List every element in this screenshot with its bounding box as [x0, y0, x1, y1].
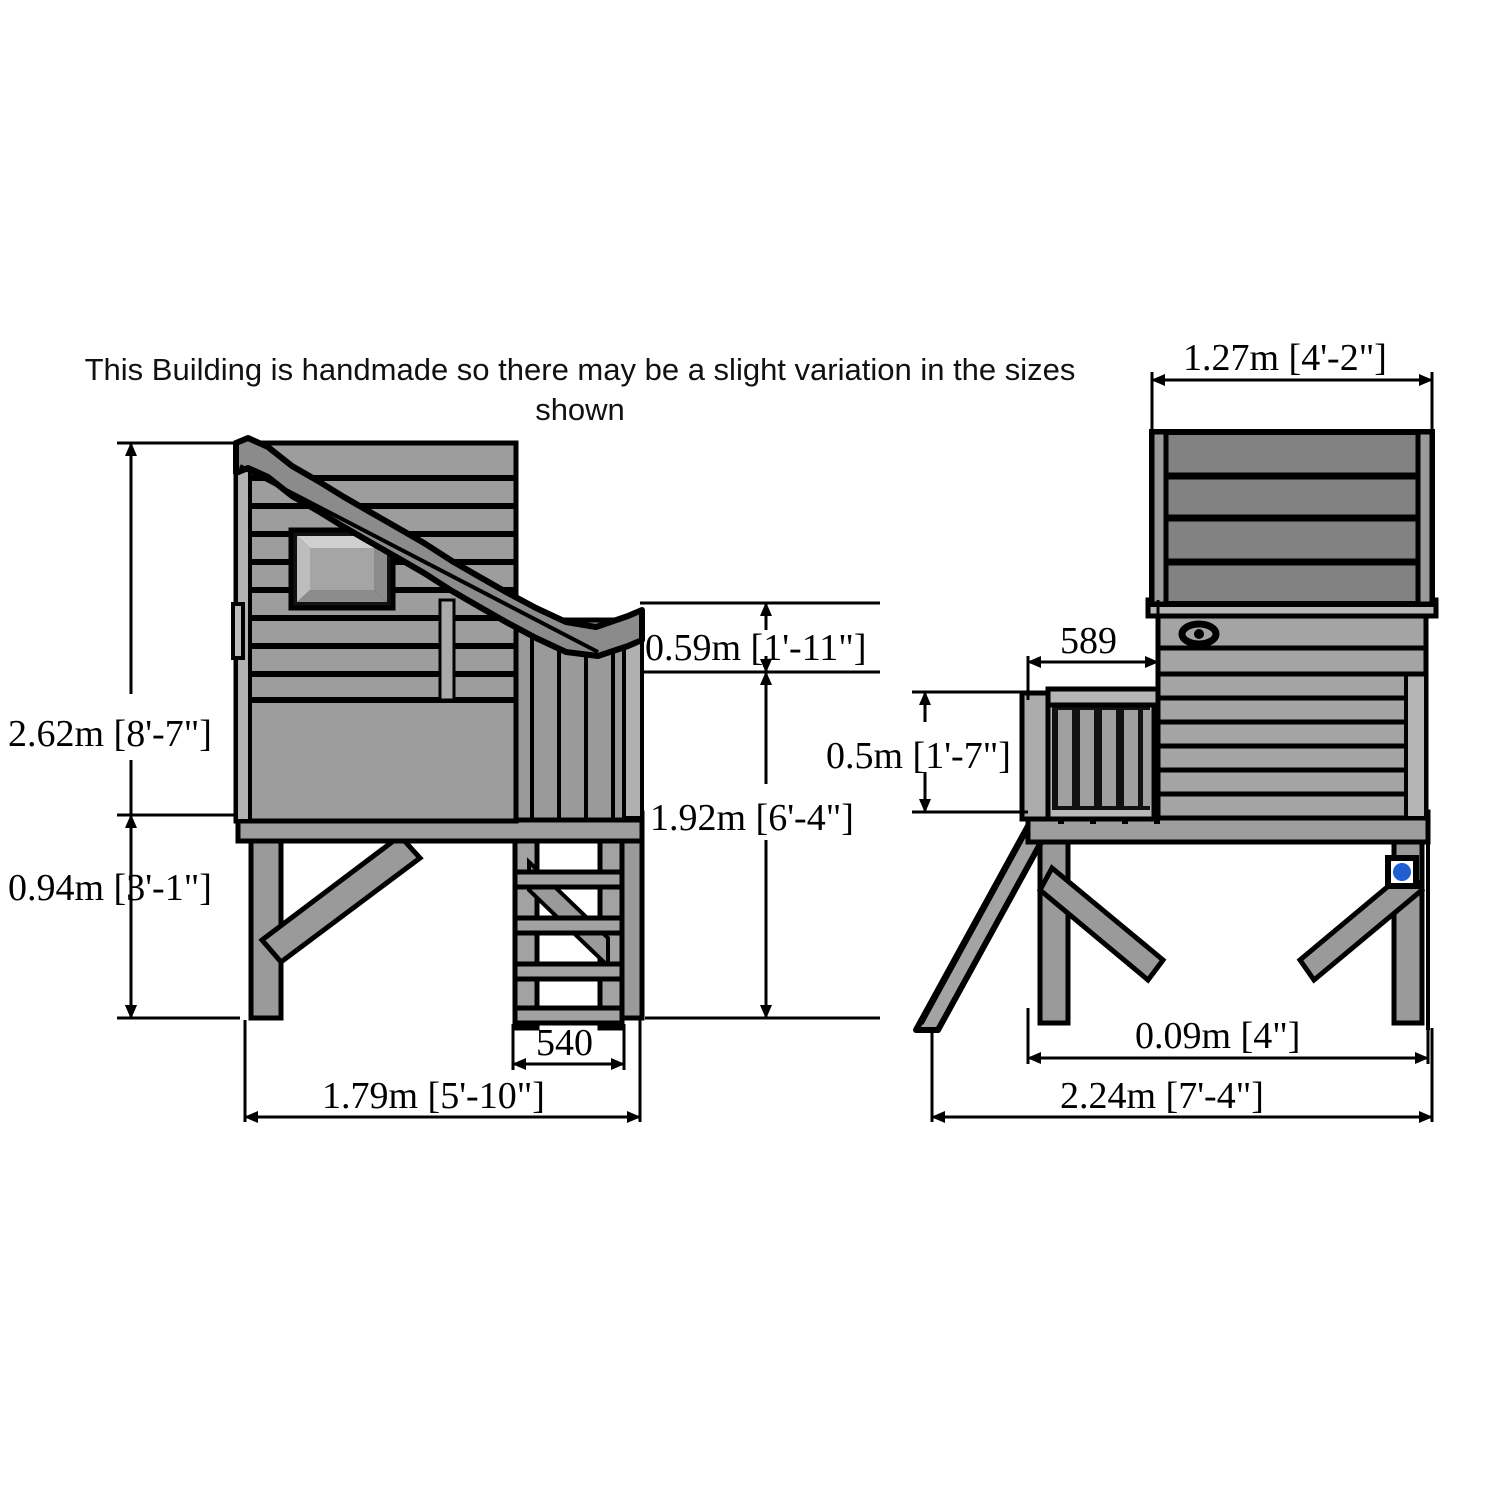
dim-label-rail-height: 0.5m [1'-7"] [826, 735, 1011, 777]
slide [913, 823, 1053, 1033]
ladder [512, 815, 625, 1031]
window [288, 527, 396, 611]
dim-label-side-overall-width: 1.79m [5'-10"] [322, 1075, 545, 1117]
dim-side-leg-height: 0.94m [3'-1"] [8, 813, 240, 1020]
dim-ladder-width: 540 [511, 1022, 626, 1070]
dim-front-rail-height: 0.5m [1'-7"] [826, 690, 1028, 814]
dim-label-deck-offset: 589 [1060, 620, 1117, 662]
dim-side-overall-width: 1.79m [5'-10"] [243, 1020, 642, 1123]
dim-label-roof-width: 1.27m [4'-2"] [1183, 337, 1387, 379]
dim-label-wall-height: 1.92m [6'-4"] [650, 797, 854, 839]
dim-front-roof-width: 1.27m [4'-2"] [1150, 337, 1434, 436]
front-upper-wall [1155, 607, 1429, 677]
dim-front-deck-offset: 589 [1026, 600, 1160, 700]
front-balcony-railing [1019, 686, 1161, 822]
dim-label-overall-height: 2.62m [8'-7"] [8, 713, 212, 755]
side-roof [233, 435, 645, 659]
dim-front-platform-span: 0.09m [4"] [1026, 1008, 1430, 1064]
dim-label-leg-height: 0.94m [3'-1"] [8, 867, 212, 909]
front-wall-cladding [1155, 669, 1429, 821]
dim-label-front-overall-width: 2.24m [7'-4"] [1060, 1075, 1264, 1117]
dim-side-wall-height: 1.92m [6'-4"] [645, 670, 880, 1020]
door-handle-icon [1178, 620, 1220, 648]
front-roof [1145, 429, 1439, 619]
dim-side-overall-height: 2.62m [8'-7"] [8, 441, 240, 1020]
side-elevation-view [231, 435, 645, 1031]
front-substructure [1036, 830, 1426, 1026]
dim-side-eave-offset: 0.59m [1'-11"] [640, 601, 880, 674]
blue-fixing-detail [1385, 855, 1419, 889]
side-wall-cladding [231, 440, 519, 824]
front-elevation-view [913, 429, 1439, 1033]
dim-front-overall-width: 2.24m [7'-4"] [930, 1028, 1434, 1123]
dim-label-ladder-width: 540 [536, 1022, 593, 1064]
handmade-variation-note: This Building is handmade so there may b… [84, 352, 1076, 427]
dim-label-platform-span: 0.09m [4"] [1135, 1015, 1300, 1057]
dim-label-eave-offset: 0.59m [1'-11"] [645, 627, 866, 669]
